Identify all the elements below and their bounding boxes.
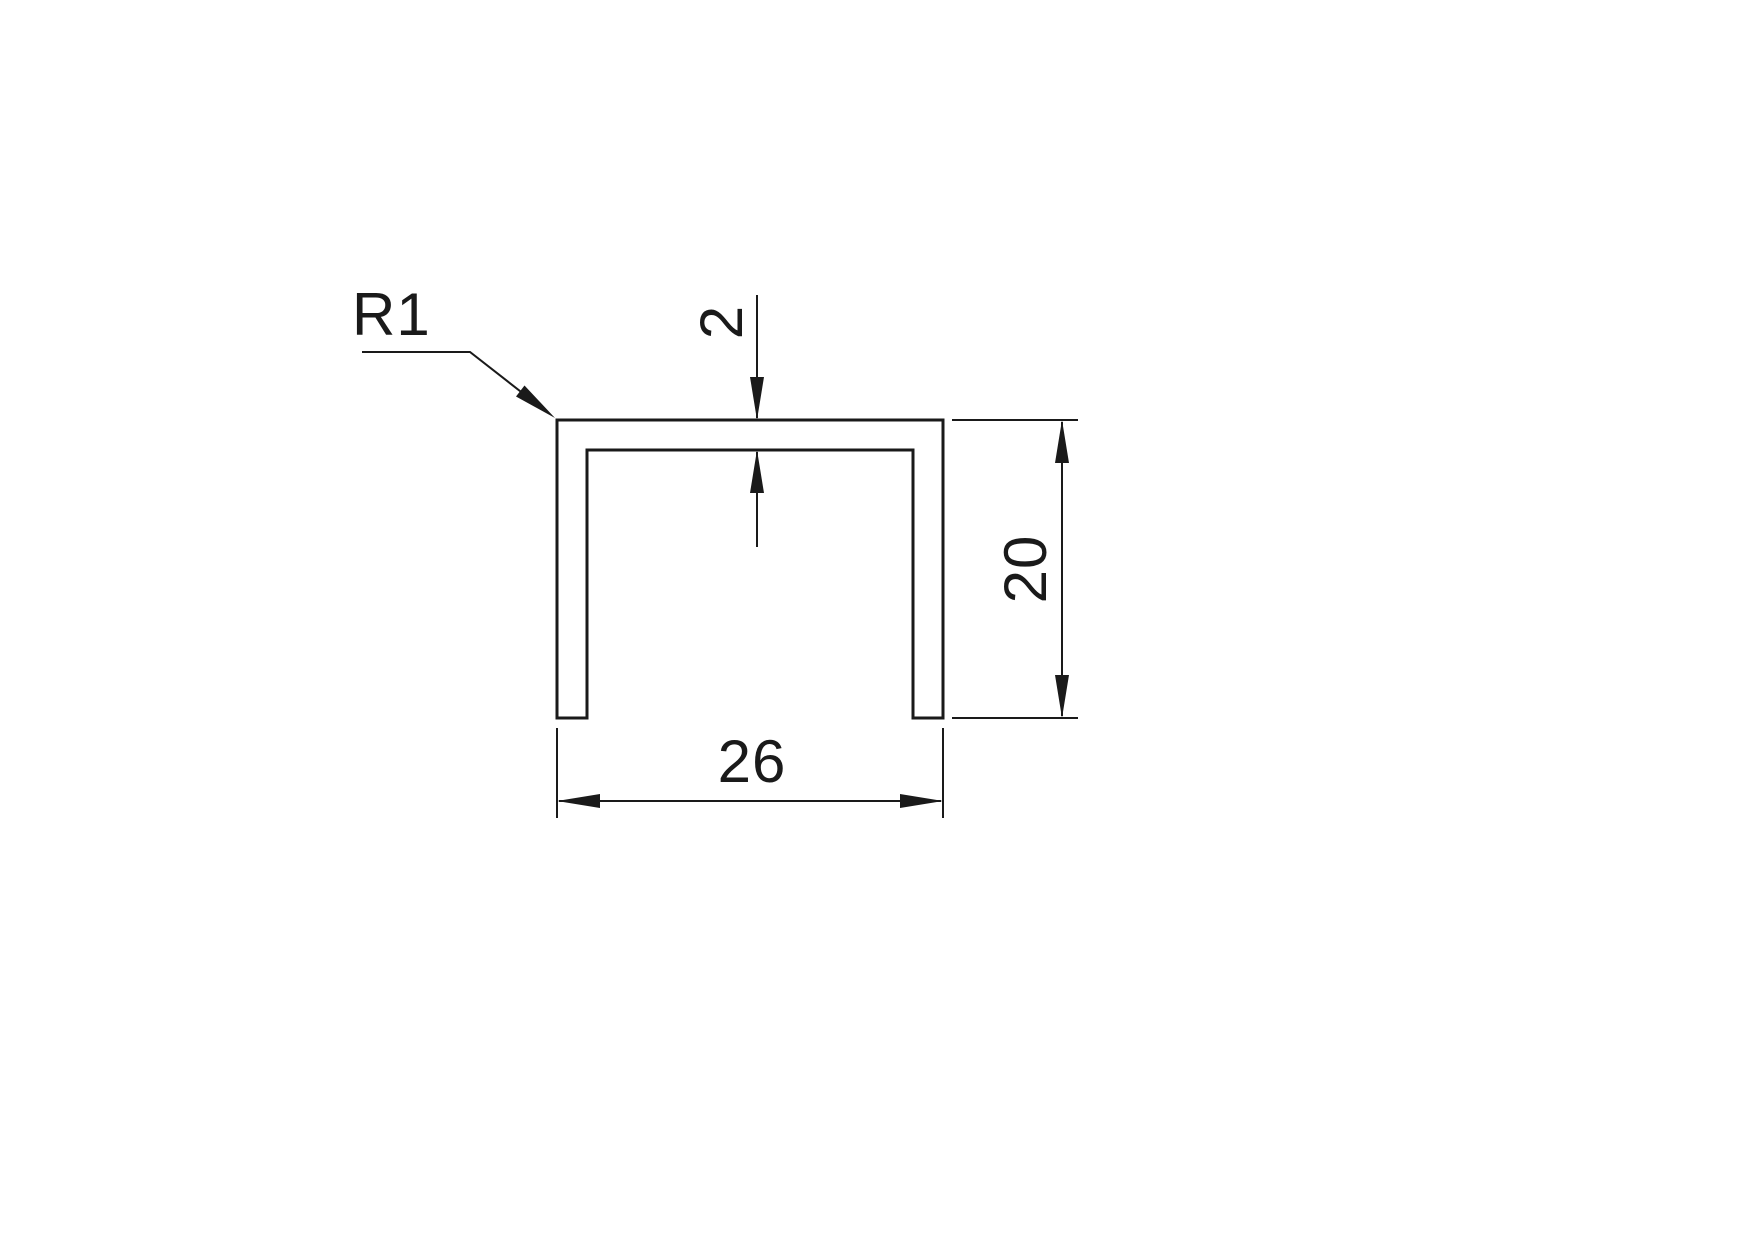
thickness-label: 2 (688, 305, 755, 339)
width-label: 26 (718, 728, 787, 795)
thickness-dimension: 2 (688, 295, 764, 547)
width-dimension: 26 (556, 728, 944, 818)
height-label: 20 (992, 535, 1059, 604)
height-arrow-down-icon (1055, 675, 1069, 718)
width-arrow-right-icon (900, 794, 943, 808)
width-arrow-left-icon (557, 794, 600, 808)
height-arrow-up-icon (1055, 420, 1069, 463)
radius-leader-line (362, 351, 544, 410)
thickness-arrow-down-icon (750, 377, 764, 420)
height-dimension: 20 (952, 419, 1078, 719)
u-channel-profile (555, 418, 945, 720)
profile-outline (555, 418, 945, 720)
radius-callout: R1 (352, 281, 555, 418)
radius-leader-arrow-icon (516, 385, 555, 418)
radius-label: R1 (352, 281, 431, 348)
